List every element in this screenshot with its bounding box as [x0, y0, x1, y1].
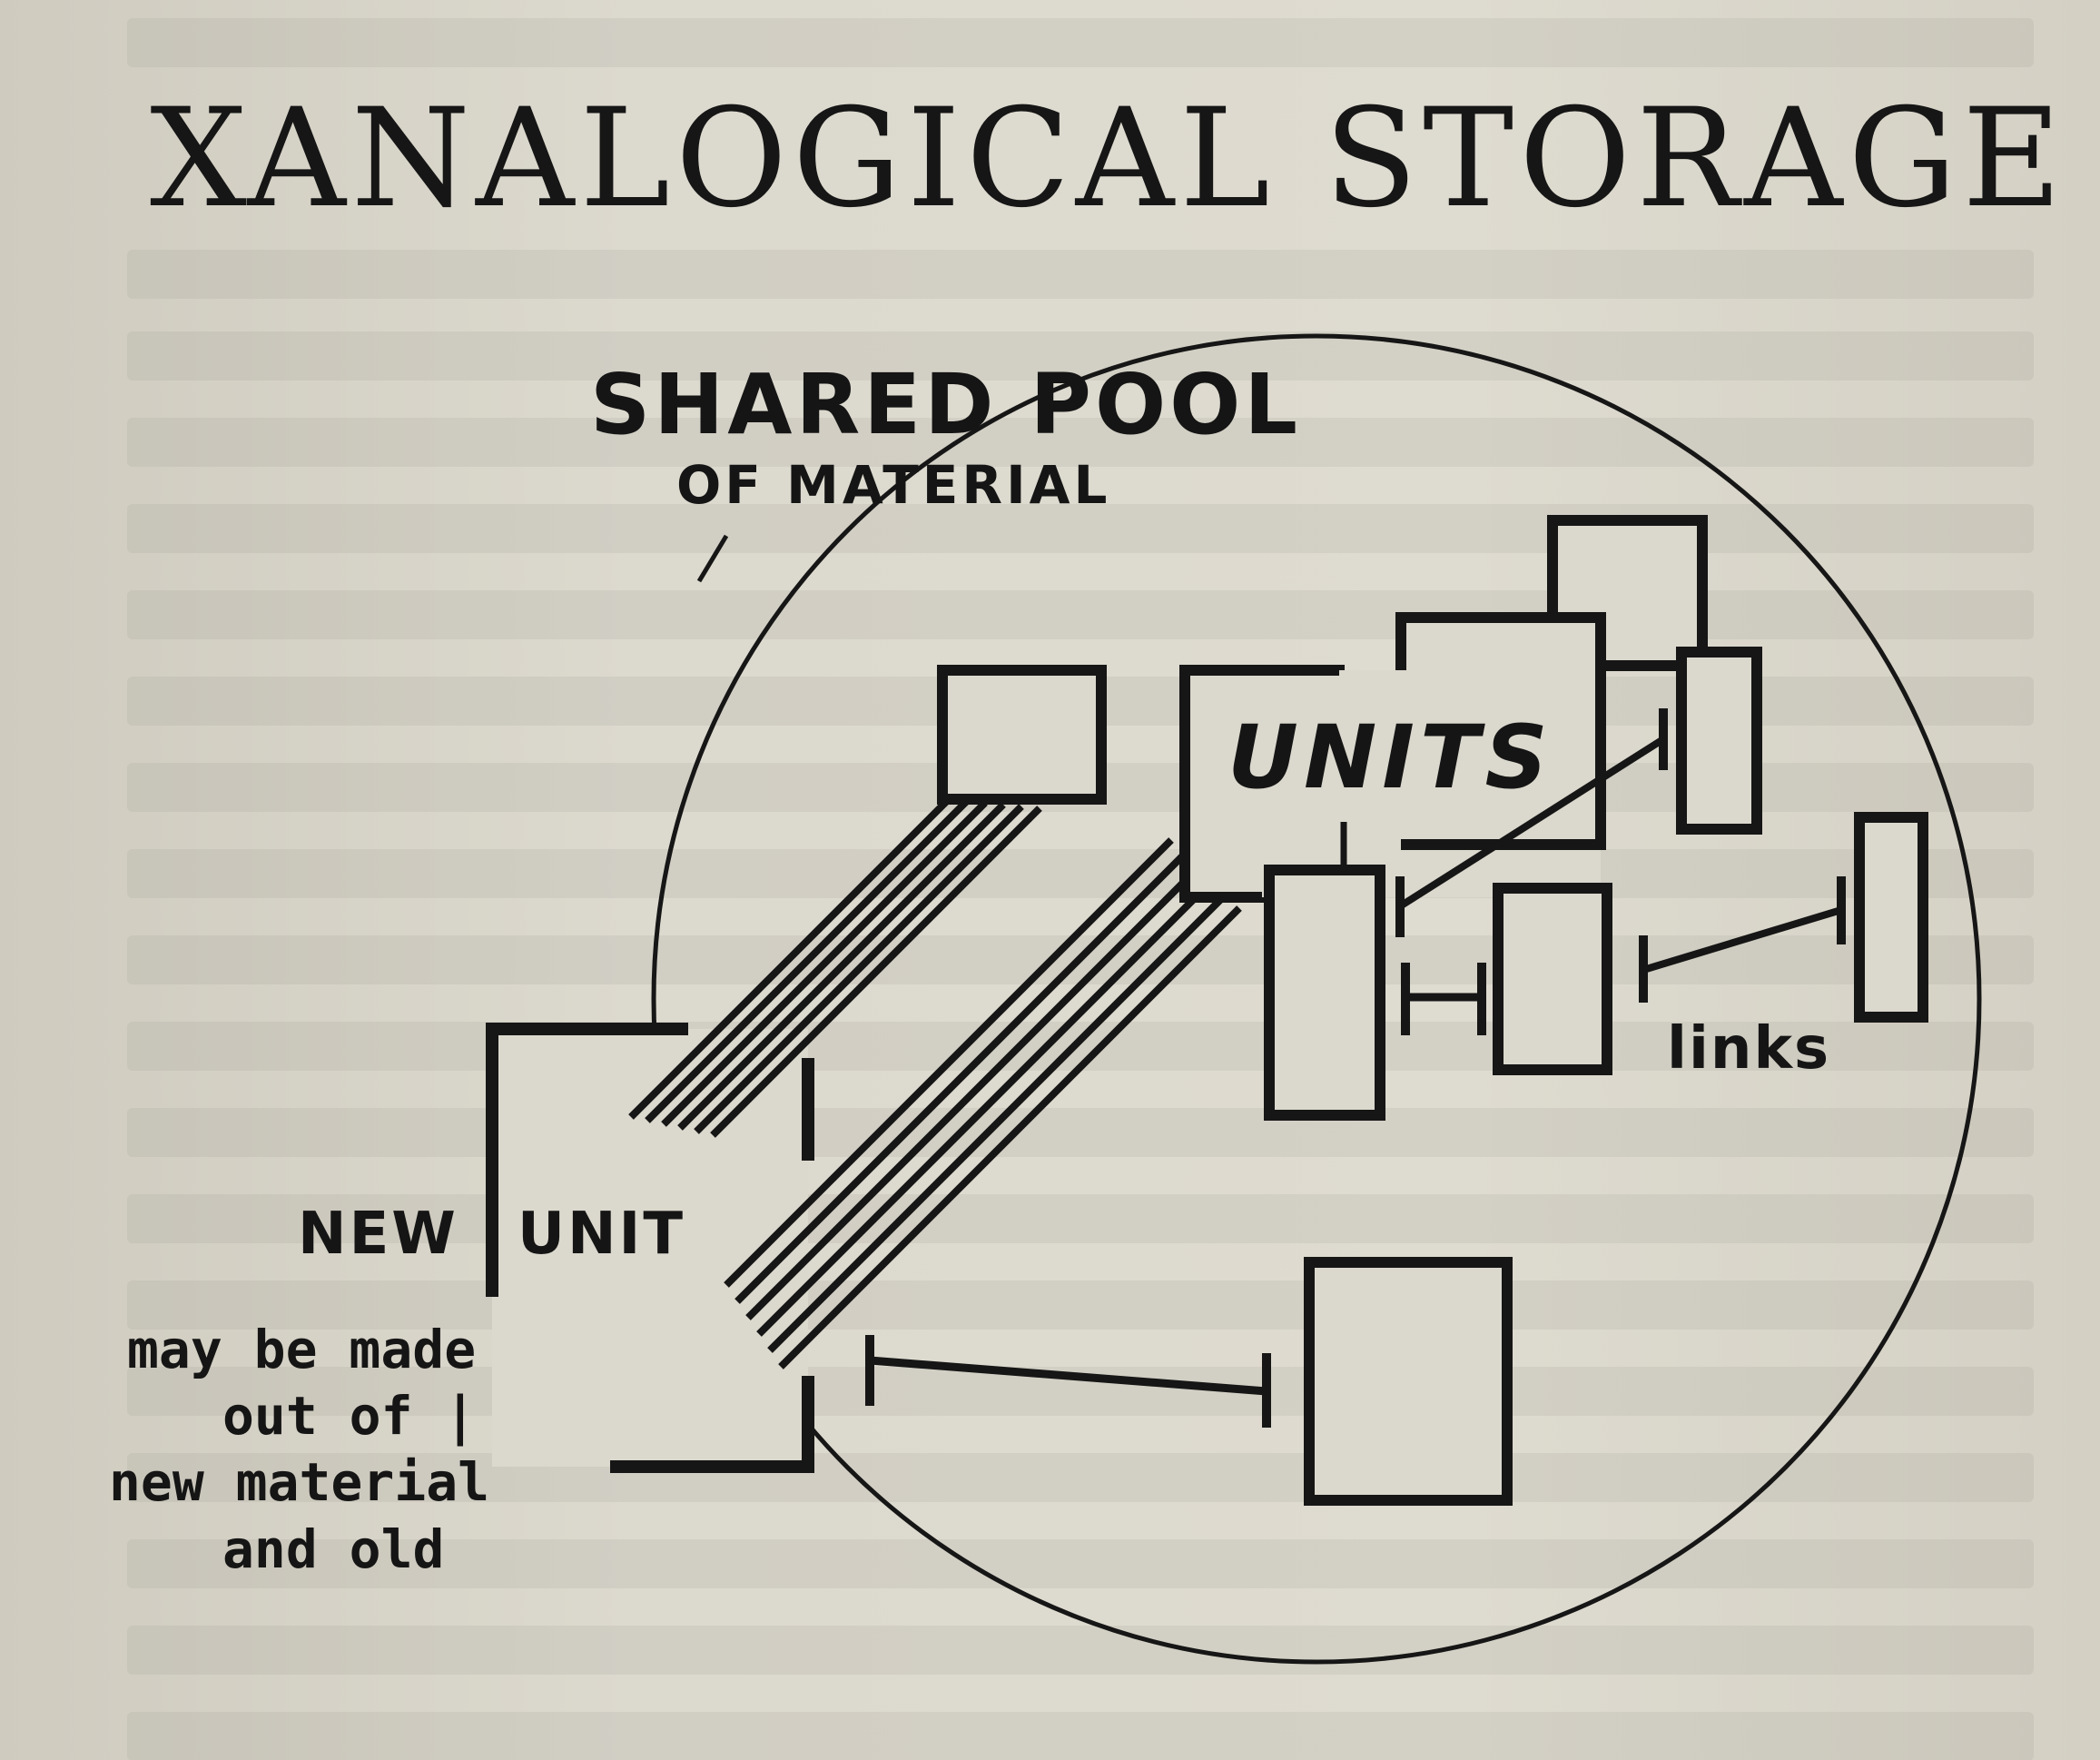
- new-unit-label-new: NEW: [298, 1201, 458, 1268]
- shared-pool-label: SHARED POOL: [590, 356, 1302, 453]
- bleed-through-line: [127, 1712, 2034, 1760]
- shared-pool-circle: [651, 333, 1982, 1665]
- unit-box-units-outline: [1179, 612, 1606, 897]
- link-tall-to-right-middle: [1401, 963, 1486, 1035]
- new-unit-note-line: and old: [222, 1518, 445, 1580]
- new-unit-bracket: [486, 1023, 688, 1297]
- bleed-through-line: [127, 1108, 2034, 1157]
- transclusion-stripes-lower: [724, 837, 1242, 1369]
- bleed-through-line: [127, 1626, 2034, 1675]
- unit-box-units-label-panel: [1185, 670, 1601, 897]
- links-label: links: [1667, 1015, 1831, 1083]
- bleed-through-line: [127, 849, 2034, 898]
- unit-box-back-right: [1676, 647, 1762, 835]
- transclusion-stripes-upper: [628, 796, 1042, 1138]
- shared-pool-sublabel: OF MATERIAL: [676, 454, 1111, 516]
- pool-label-leader: [696, 534, 729, 583]
- bleed-through-line: [127, 590, 2034, 639]
- bleed-through-line: [127, 1453, 2034, 1502]
- link-new-unit-to-large: [865, 1335, 1271, 1428]
- unit-box-far-right: [1854, 812, 1928, 1023]
- bleed-through-line: [127, 1194, 2034, 1243]
- bleed-through-line: [127, 18, 2034, 67]
- unit-box-small: [937, 665, 1107, 805]
- bleed-through-line: [127, 331, 2034, 381]
- new-unit-note-line: new material: [109, 1451, 490, 1513]
- link-to-far-right: [1639, 876, 1846, 1003]
- new-unit-note-line: may be made: [127, 1319, 477, 1380]
- page-title: XANALOGICAL STORAGE: [150, 80, 2067, 238]
- new-unit-label-unit: UNIT: [518, 1201, 685, 1268]
- new-unit-note-line: out of |: [222, 1385, 477, 1447]
- unit-box-large: [1304, 1257, 1513, 1506]
- bleed-through-line: [127, 1539, 2034, 1588]
- link-tall-to-back-right: [1395, 708, 1668, 937]
- bleed-through-line: [127, 504, 2034, 553]
- units-label: UNITS: [1227, 707, 1553, 808]
- bleed-through-line: [127, 250, 2034, 299]
- unit-box-right-middle: [1493, 883, 1612, 1075]
- bleed-through-line: [127, 418, 2034, 467]
- bleed-through-line: [127, 1280, 2034, 1330]
- unit-box-tall: [1264, 865, 1385, 1121]
